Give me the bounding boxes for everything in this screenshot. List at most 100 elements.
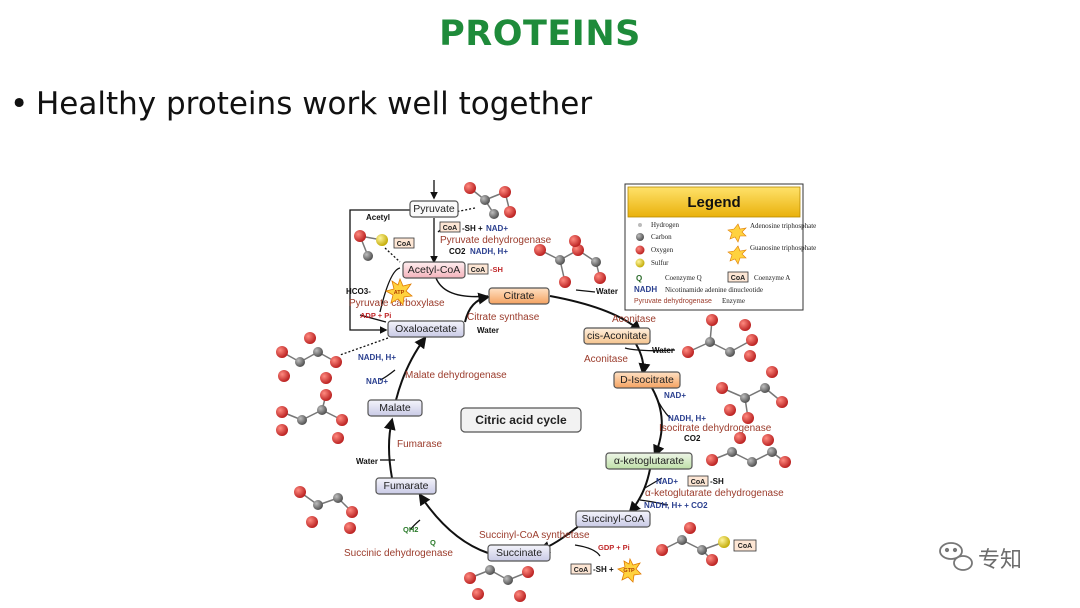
node-malate-label: Malate: [379, 402, 411, 414]
label-acetyl: Acetyl: [366, 213, 390, 222]
enzyme-succinyl-coa-synthetase: Succinyl-CoA synthetase: [479, 530, 590, 541]
node-succinate: Succinate: [487, 544, 551, 562]
bullet-text: Healthy proteins work well together: [36, 86, 593, 122]
node-cis-aconitate: cis-Aconitate: [583, 327, 651, 345]
node-acetyl-coa-label: Acetyl-CoA: [408, 264, 461, 276]
coa-text-3: CoA: [471, 267, 485, 274]
enzyme-malate-dh: Malate dehydrogenase: [405, 370, 507, 381]
molecule-citrate: [534, 235, 606, 288]
label-q: Q: [430, 538, 436, 547]
gtp-icon: GTP: [617, 557, 642, 583]
sh-text-1: SH: [465, 224, 476, 233]
node-cis-aconitate-label: cis-Aconitate: [587, 330, 647, 342]
label-sh-2: -SH: [490, 265, 503, 274]
node-d-isocitrate-label: D-Isocitrate: [620, 374, 674, 386]
molecule-isocitrate: [716, 366, 788, 424]
enzyme-akg-dh: α-ketoglutarate dehydrogenase: [645, 488, 784, 499]
legend-sulfur-icon: [635, 258, 645, 268]
atp-icon: ATP: [384, 277, 413, 306]
coa-box-acetyl-left: CoA: [393, 237, 415, 249]
molecule-cis-aconitate: [682, 314, 758, 362]
label-qh2: QH2: [403, 525, 418, 534]
label-sh-4: -SH +: [593, 565, 614, 574]
label-nad-2: NAD+: [664, 391, 686, 400]
coa-text-5: CoA: [574, 567, 588, 574]
bullet-item: •Healthy proteins work well together: [10, 86, 592, 122]
coa-text-4: CoA: [691, 479, 705, 486]
legend-coa-icon: CoA: [727, 271, 749, 283]
label-hco3: HCO3-: [346, 287, 371, 296]
molecule-akg: [706, 432, 791, 468]
label-sh-3: -SH: [710, 477, 724, 486]
node-oxaloacetate-label: Oxaloacetate: [395, 323, 457, 335]
node-pyruvate: Pyruvate: [409, 200, 459, 218]
node-citrate: Citrate: [488, 287, 550, 305]
node-pyruvate-label: Pyruvate: [413, 203, 455, 215]
legend-sulfur: Sulfur: [651, 259, 669, 267]
molecule-malate: [276, 389, 348, 444]
molecule-succinyl-coa: [656, 522, 730, 566]
legend-gtp-icon: [727, 245, 747, 265]
node-fumarate: Fumarate: [375, 477, 437, 495]
label-co2-2: CO2: [684, 434, 701, 443]
molecule-pyruvate: [464, 182, 516, 219]
legend-oxygen-icon: [635, 245, 645, 255]
node-succinyl-coa: Succinyl-CoA: [575, 510, 651, 528]
enzyme-aconitase-1: Aconitase: [612, 314, 656, 325]
sh-text-3: SH: [713, 477, 724, 486]
legend-atp: Adenosine triphosphate: [750, 222, 816, 230]
legend-panel: Legend Hydrogen Carbon Oxygen Sulfur Ade…: [624, 183, 816, 311]
enzyme-pyruvate-dh: Pyruvate dehydrogenase: [440, 235, 552, 246]
label-nadh-1: NADH, H+: [470, 247, 508, 256]
legend-gtp: Guanosine triphosphate: [750, 244, 816, 252]
label-water-3: Water: [652, 346, 674, 355]
label-adp-pi: ADP + Pi: [360, 311, 391, 320]
coa-text-6: CoA: [738, 543, 752, 550]
node-a-ketoglutarate-label: α-ketoglutarate: [614, 455, 684, 467]
label-nadh-3: NADH, H+: [358, 353, 396, 362]
sh-text-4: SH: [596, 565, 607, 574]
node-acetyl-coa: Acetyl-CoA: [402, 261, 466, 279]
cycle-center-text: Citric acid cycle: [475, 413, 567, 427]
coa-box-akg: CoA: [687, 475, 709, 487]
node-malate: Malate: [367, 399, 423, 417]
legend-carbon: Carbon: [651, 233, 672, 241]
enzyme-citrate-synthase: Citrate synthase: [467, 312, 540, 323]
coa-box-pyruvate: CoA: [439, 221, 461, 233]
cycle-center-label: Citric acid cycle: [460, 407, 582, 433]
label-nad-1: NAD+: [486, 224, 508, 233]
legend-title: Legend: [687, 194, 740, 211]
node-a-ketoglutarate: α-ketoglutarate: [605, 452, 693, 470]
molecule-acetyl: [354, 230, 388, 261]
legend-nadh-symbol: NADH: [634, 285, 657, 294]
molecule-oxaloacetate: [276, 332, 342, 384]
coa-box-acetyl-right: CoA: [467, 263, 489, 275]
enzyme-pyruvate-carboxylase: Pyruvate carboxylase: [349, 298, 445, 309]
node-oxaloacetate: Oxaloacetate: [387, 320, 465, 338]
label-co2-1: CO2: [449, 247, 466, 256]
legend-hydrogen: Hydrogen: [651, 221, 679, 229]
label-nadh-co2: NADH, H+ + CO2: [644, 501, 708, 510]
gtp-text: GTP: [623, 568, 635, 574]
label-gdp-pi: GDP + Pi: [598, 543, 630, 552]
slide-title: PROTEINS: [439, 14, 641, 54]
bullet-dot: •: [10, 86, 29, 122]
coa-text-2: CoA: [397, 241, 411, 248]
legend-coa: Coenzyme A: [754, 274, 790, 282]
node-d-isocitrate: D-Isocitrate: [613, 371, 681, 389]
watermark-chat-icon: [939, 542, 973, 571]
legend-q-symbol: Q: [636, 274, 642, 283]
node-fumarate-label: Fumarate: [384, 480, 429, 492]
label-nad-4: NAD+: [366, 377, 388, 386]
legend-atp-icon: [727, 223, 747, 243]
coa-box-succinyl: CoA: [733, 539, 757, 552]
label-water-1: Water: [477, 326, 499, 335]
molecule-succinate: [464, 565, 534, 602]
sh-text-2: SH: [493, 265, 503, 274]
legend-q: Coenzyme Q: [665, 274, 702, 282]
legend-hydrogen-icon: [638, 223, 642, 227]
enzyme-fumarase: Fumarase: [397, 439, 442, 450]
label-nadh-2: NADH, H+: [668, 414, 706, 423]
legend-enzyme-example: Pyruvate dehydrogenase: [634, 298, 712, 305]
